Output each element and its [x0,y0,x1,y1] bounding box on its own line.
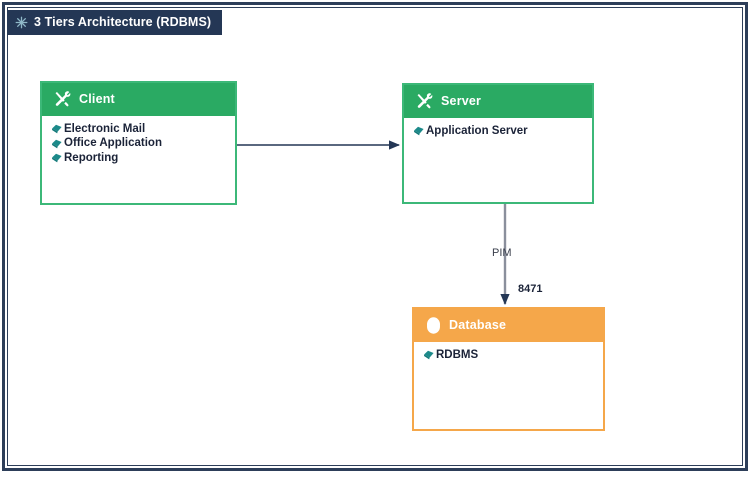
diagram-title-bar[interactable]: 3 Tiers Architecture (RDBMS) [7,10,223,35]
list-item-label: Application Server [426,124,528,137]
diamond-bullet-icon [52,139,62,149]
node-client-title: Client [79,92,115,107]
tools-icon [55,91,71,107]
page-title: 3 Tiers Architecture (RDBMS) [34,15,212,30]
node-server[interactable]: Server Application Server [402,83,594,204]
database-cylinder-icon [427,317,440,334]
diagram-frame-outer [2,2,748,471]
node-database-title: Database [449,318,507,333]
node-client-header: Client [42,83,235,116]
node-database-body: RDBMS [414,342,603,363]
list-item[interactable]: Application Server [413,124,592,139]
list-item-label: Reporting [64,151,119,164]
asterisk-icon [15,16,28,29]
diagram-frame-inner [7,7,743,466]
connector-label-pim: PIM [492,247,512,259]
node-client[interactable]: Client Electronic Mail Office Applicatio… [40,81,237,205]
list-item-label: RDBMS [436,348,479,361]
node-server-header: Server [404,85,592,118]
diamond-bullet-icon [52,125,62,134]
connector-label-port: 8471 [518,283,543,295]
node-server-title: Server [441,94,482,109]
list-item[interactable]: Office Application [51,137,235,152]
list-item[interactable]: Electronic Mail [51,122,235,137]
list-item-label: Office Application [64,137,162,149]
diamond-bullet-icon [424,351,434,360]
node-client-body: Electronic Mail Office Application Repor… [42,116,235,166]
diamond-bullet-icon [414,127,424,136]
tools-icon [417,93,433,109]
diamond-bullet-icon [52,154,62,163]
list-item-label: Electronic Mail [64,122,146,135]
node-database-header: Database [414,309,603,342]
list-item[interactable]: RDBMS [423,348,603,363]
node-server-body: Application Server [404,118,592,139]
node-database[interactable]: Database RDBMS [412,307,605,431]
list-item[interactable]: Reporting [51,151,235,166]
